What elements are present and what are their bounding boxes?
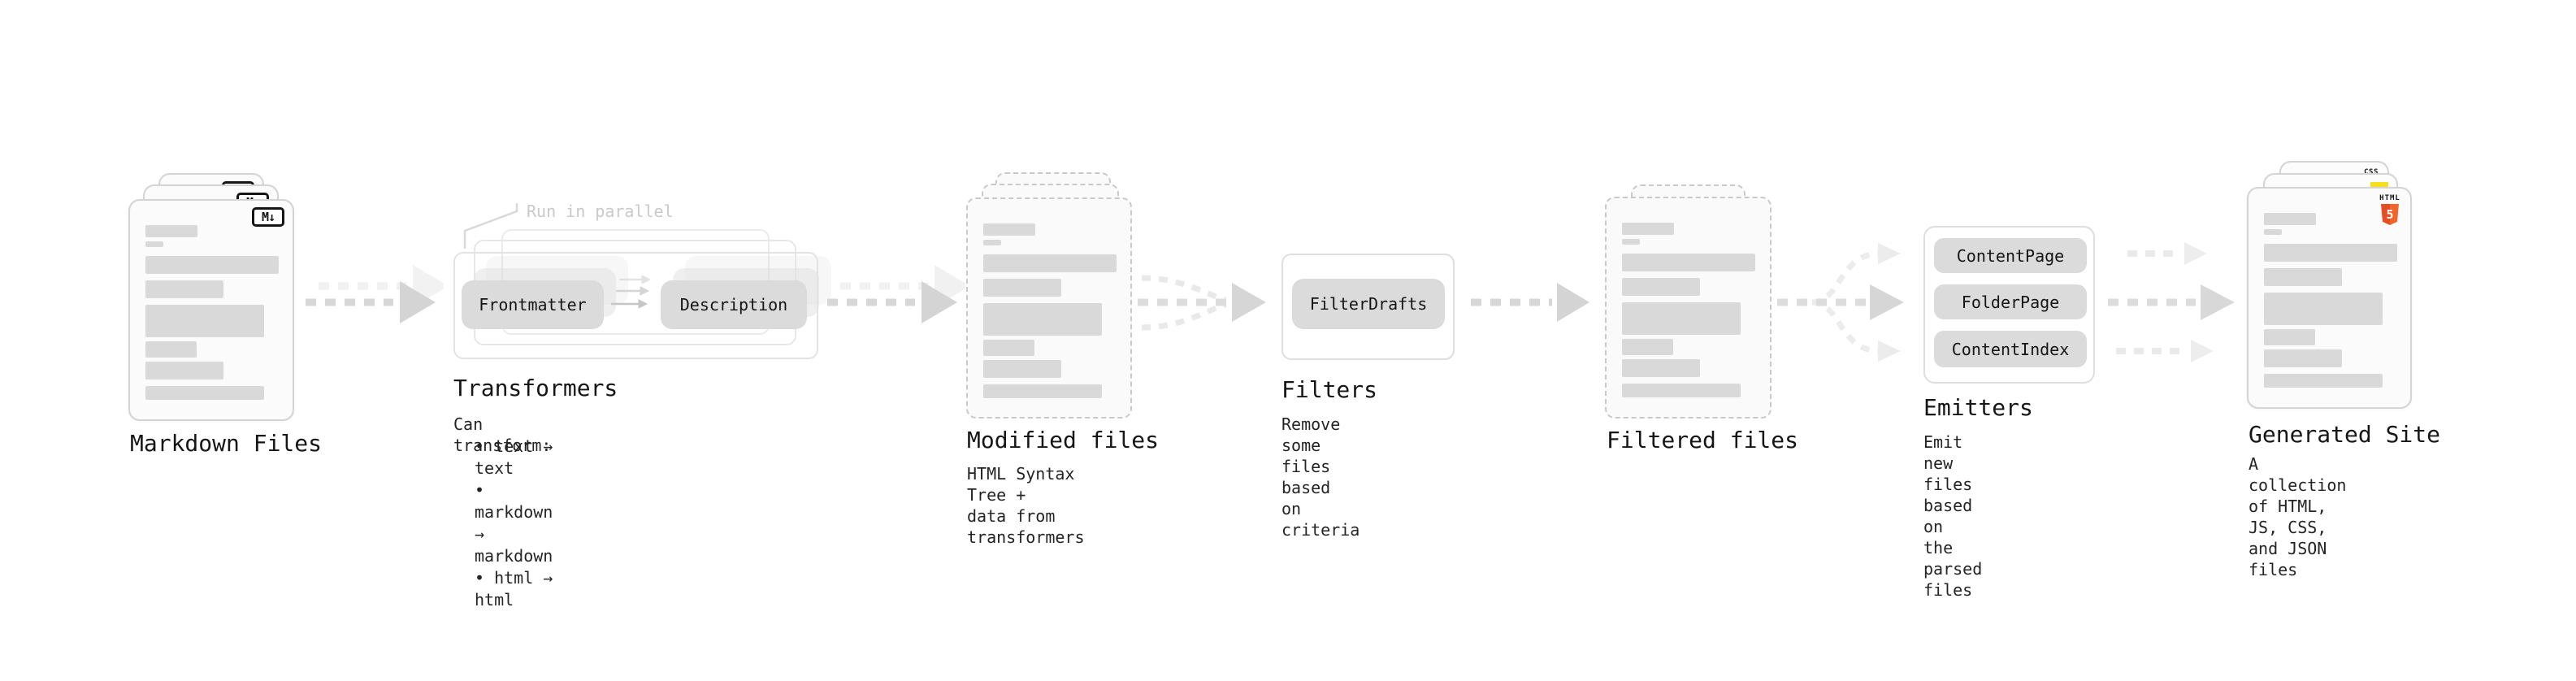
- stage-label-generated-site: Generated Site: [2249, 421, 2441, 448]
- filter-pill-filterdrafts: FilterDrafts: [1292, 279, 1445, 329]
- emitter-pill-contentindex: ContentIndex: [1934, 331, 2087, 367]
- text-placeholder-bar: [145, 280, 223, 298]
- text-placeholder-bar: [983, 240, 1001, 245]
- arrow-modified-to-filters-fan-in: [1138, 275, 1266, 331]
- arrow-filters-to-filtered: [1471, 283, 1589, 322]
- modified-files-description: HTML Syntax Tree + data from transformer…: [967, 464, 1085, 547]
- text-placeholder-bar: [145, 305, 264, 337]
- text-placeholder-bar: [983, 223, 1035, 236]
- text-placeholder-bar: [1622, 339, 1673, 355]
- stage-label-markdown-files: Markdown Files: [130, 430, 323, 457]
- stage-label-filters: Filters: [1281, 376, 1378, 403]
- text-placeholder-bar: [2264, 329, 2315, 345]
- stage-label-transformers: Transformers: [453, 375, 618, 401]
- text-placeholder-bar: [1622, 302, 1741, 335]
- text-placeholder-bar: [145, 225, 197, 237]
- text-placeholder-bar: [983, 279, 1061, 297]
- text-placeholder-bar: [145, 362, 223, 380]
- markdown-file-card: M↓: [128, 199, 294, 421]
- javascript-icon: [2370, 182, 2388, 190]
- text-placeholder-bar: [2264, 293, 2383, 325]
- arrow-transformers-to-modified: [827, 265, 965, 323]
- text-placeholder-bar: [2264, 268, 2342, 286]
- text-placeholder-bar: [2264, 229, 2282, 235]
- html5-number: 5: [2386, 207, 2394, 222]
- transformer-pill-frontmatter: Frontmatter: [462, 280, 604, 329]
- stage-label-emitters: Emitters: [1923, 394, 2033, 421]
- text-placeholder-bar: [2264, 244, 2397, 262]
- text-placeholder-bar: [1622, 239, 1640, 245]
- text-placeholder-bar: [983, 254, 1117, 272]
- transformer-pill-description: Description: [661, 280, 807, 329]
- generated-html-file-card: HTML 5: [2247, 187, 2412, 409]
- text-placeholder-bar: [2264, 349, 2342, 367]
- run-in-parallel-annotation: Run in parallel: [527, 202, 674, 221]
- arrows-emitters-to-generated: [2108, 242, 2235, 362]
- emitter-pill-folderpage: FolderPage: [1934, 284, 2087, 319]
- filtered-file-card: [1605, 197, 1772, 419]
- text-placeholder-bar: [1622, 359, 1700, 377]
- html5-badge-text: HTML: [2379, 194, 2400, 202]
- stage-label-modified-files: Modified files: [967, 427, 1160, 453]
- modified-file-card: [966, 197, 1132, 419]
- transform-step-arrows: [611, 275, 652, 309]
- text-placeholder-bar: [145, 256, 279, 274]
- transform-bullet: • markdown → markdown: [475, 480, 553, 566]
- html5-shield: 5: [2381, 204, 2399, 225]
- text-placeholder-bar: [983, 303, 1102, 336]
- emitter-pill-contentpage: ContentPage: [1934, 238, 2087, 273]
- filters-description: Remove some files based on criteria: [1281, 414, 1360, 540]
- text-placeholder-bar: [1622, 384, 1741, 397]
- markdown-file-icon: M↓: [252, 207, 284, 227]
- transform-bullet: • text → text: [475, 436, 553, 478]
- stage-label-filtered-files: Filtered files: [1607, 427, 1799, 453]
- transform-bullet: • html → html: [475, 568, 553, 609]
- transformer-box: [453, 252, 818, 359]
- text-placeholder-bar: [2264, 213, 2316, 225]
- text-placeholder-bar: [1622, 223, 1674, 235]
- text-placeholder-bar: [1622, 278, 1700, 296]
- text-placeholder-bar: [145, 341, 197, 358]
- generated-site-description: A collection of HTML, JS, CSS, and JSON …: [2249, 454, 2347, 579]
- text-placeholder-bar: [145, 241, 163, 247]
- annotation-leader-line: [463, 203, 518, 249]
- text-placeholder-bar: [145, 386, 264, 400]
- text-placeholder-bar: [983, 360, 1061, 378]
- transformers-bullet-list: • text → text • markdown → markdown • ht…: [453, 436, 553, 611]
- html5-icon: HTML 5: [2379, 195, 2400, 225]
- text-placeholder-bar: [2264, 374, 2383, 388]
- text-placeholder-bar: [983, 340, 1034, 356]
- text-placeholder-bar: [1622, 254, 1755, 271]
- transformers-description: Can transform:: [453, 414, 552, 455]
- text-placeholder-bar: [983, 384, 1102, 398]
- arrow-filtered-to-emitters-fan-out: [1777, 243, 1904, 362]
- css-badge-text: CSS: [2364, 168, 2379, 176]
- emitters-description: Emit new files based on the parsed files: [1923, 432, 1983, 600]
- arrow-markdown-to-transformers: [306, 265, 444, 323]
